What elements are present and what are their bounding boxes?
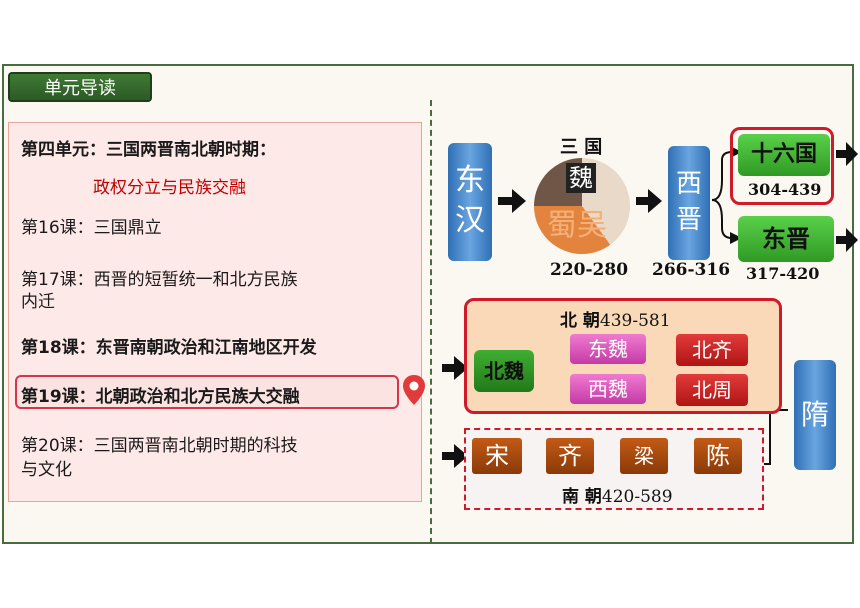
unit-subheading: 政权分立与民族交融	[93, 178, 246, 198]
dongjin-button[interactable]: 东晋	[738, 216, 834, 262]
shu-wu-label: 蜀吴	[547, 208, 607, 243]
nanchao-label: 南 朝420-589	[562, 487, 673, 507]
shiliuguo-years: 304-439	[748, 180, 822, 199]
lesson-20[interactable]: 第20课：三国两晋南北朝时期的科技	[21, 436, 298, 456]
dongwei-button[interactable]: 东魏	[570, 334, 646, 364]
unit-heading: 第四单元：三国两晋南北朝时期：	[21, 140, 276, 160]
lesson-19-highlight[interactable]	[15, 375, 399, 409]
sanguo-years: 220-280	[550, 260, 629, 280]
xiwei-button[interactable]: 西魏	[570, 374, 646, 404]
lesson-19[interactable]: 第19课：北朝政治和北方民族大交融	[21, 387, 300, 407]
chen-button[interactable]: 陈	[694, 438, 742, 474]
lesson-17[interactable]: 第17课：西晋的短暂统一和北方民族	[21, 270, 298, 290]
shiliuguo-highlight	[730, 127, 834, 205]
beichao-label: 北 朝439-581	[560, 311, 671, 331]
dongjin-years: 317-420	[746, 264, 820, 283]
lesson-16[interactable]: 第16课：三国鼎立	[21, 218, 162, 238]
lesson-17-cont: 内迁	[21, 292, 55, 312]
xijin-years: 266-316	[652, 260, 731, 280]
unit-guide-tab[interactable]: 单元导读	[8, 72, 152, 102]
divider-line	[430, 100, 432, 544]
song-button[interactable]: 宋	[472, 438, 522, 474]
sui-box[interactable]: 隋	[794, 360, 836, 470]
beiwei-button[interactable]: 北魏	[474, 350, 534, 392]
donghan-box[interactable]: 东汉	[448, 143, 492, 261]
qi-button[interactable]: 齐	[546, 438, 594, 474]
wei-label: 魏	[566, 163, 596, 193]
lesson-20-cont: 与文化	[21, 460, 72, 480]
lesson-panel: 第四单元：三国两晋南北朝时期： 政权分立与民族交融 第16课：三国鼎立 第17课…	[8, 122, 425, 502]
shiliuguo-button[interactable]: 十六国	[738, 134, 830, 176]
lesson-18[interactable]: 第18课：东晋南朝政治和江南地区开发	[21, 338, 317, 358]
liang-button[interactable]: 梁	[620, 438, 668, 474]
location-pin-icon	[403, 375, 425, 405]
xijin-box[interactable]: 西晋	[668, 146, 710, 260]
beizhou-button[interactable]: 北周	[676, 374, 748, 406]
sanguo-label: 三 国	[560, 137, 603, 158]
beiqi-button[interactable]: 北齐	[676, 334, 748, 366]
